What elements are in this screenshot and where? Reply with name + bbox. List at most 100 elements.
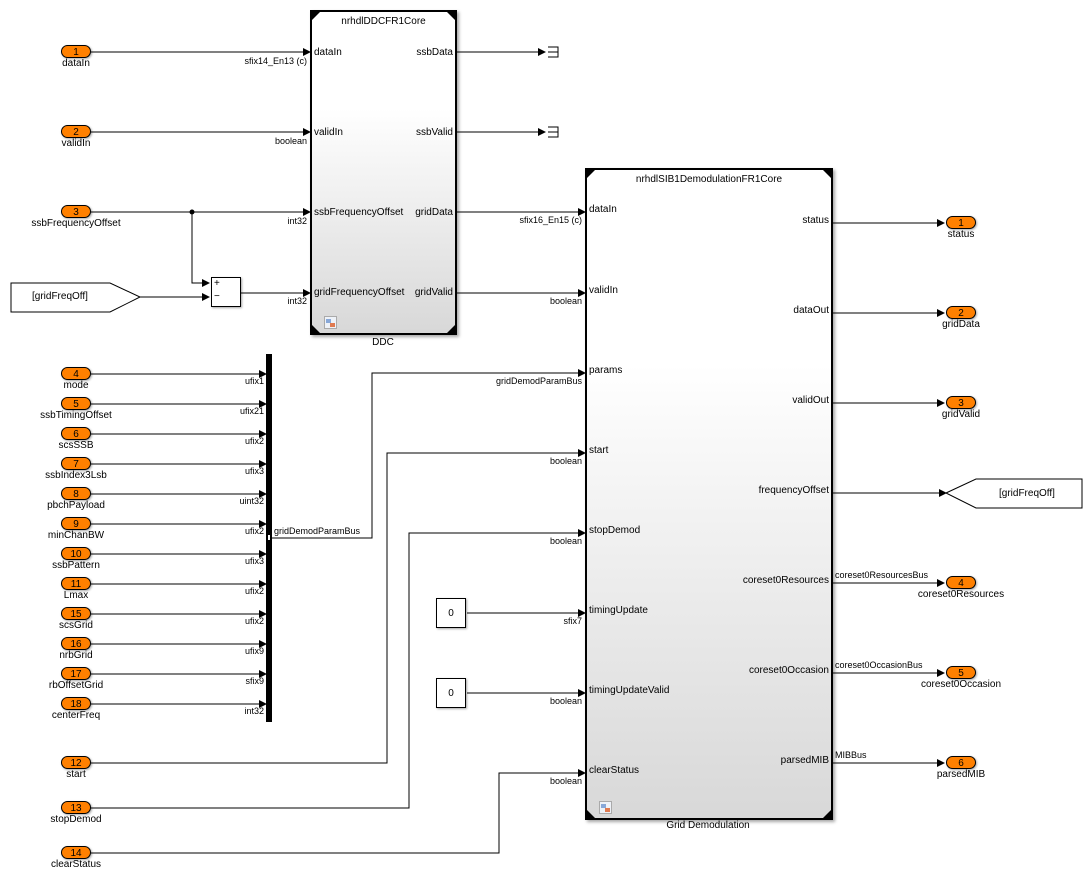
constant-block-timingUpdate[interactable]: 0 [436, 598, 466, 628]
ddc-out-gridData: gridData [415, 207, 453, 218]
inport-pbchPayload[interactable]: 8 [61, 487, 91, 500]
constant-block-timingUpdateValid[interactable]: 0 [436, 678, 466, 708]
inport-ssbIndex3Lsb[interactable]: 7 [61, 457, 91, 470]
inport-label: stopDemod [50, 814, 102, 825]
ddc-out-ssbData: ssbData [416, 47, 453, 58]
ddc-in-validIn: validIn [314, 127, 343, 138]
demod-in-stopDemod: stopDemod [589, 525, 641, 536]
terminator-ssbData [548, 46, 559, 58]
inport-label: start [66, 769, 86, 780]
inport-label: nrbGrid [59, 650, 93, 661]
outport-sigtype: coreset0OccasionBus [835, 660, 923, 670]
demod-input-sigtype: boolean [549, 456, 582, 466]
sigtype-ssbFreqOffset: int32 [287, 216, 307, 226]
sum-plus-sign: + [214, 278, 220, 289]
library-link-icon [324, 316, 337, 329]
bus-input-sigtype: int32 [244, 706, 264, 716]
inport-label: ssbPattern [52, 560, 100, 571]
inport-scsGrid[interactable]: 15 [61, 607, 91, 620]
inport-minChanBW[interactable]: 9 [61, 517, 91, 530]
ddc-in-ssbFrequencyOffset: ssbFrequencyOffset [314, 207, 404, 218]
inport-ssbTimingOffset[interactable]: 5 [61, 397, 91, 410]
outport-label: status [947, 229, 975, 240]
sum-block[interactable]: + − [211, 277, 241, 307]
ddc-in-dataIn: dataIn [314, 47, 342, 58]
outport-sigtype: MIBBus [835, 750, 867, 760]
inport-label: centerFreq [51, 710, 101, 721]
ddc-out-ssbValid: ssbValid [415, 127, 453, 138]
outport-gridData[interactable]: 2 [946, 306, 976, 319]
bus-input-sigtype: ufix3 [244, 556, 264, 566]
goto-block-label[interactable]: [gridFreqOff] [999, 488, 1055, 499]
demod-input-sigtype: gridDemodParamBus [495, 376, 582, 386]
bus-input-sigtype: ufix2 [244, 436, 264, 446]
inport-dataIn[interactable]: 1 [61, 45, 91, 58]
demod-out-coreset0Occasion: coreset0Occasion [748, 665, 829, 676]
terminator-ssbValid [548, 126, 559, 138]
from-block-label[interactable]: [gridFreqOff] [32, 291, 88, 302]
inport-label: rbOffsetGrid [48, 680, 104, 691]
bus-input-sigtype: uint32 [239, 496, 264, 506]
outport-label: gridData [942, 319, 980, 330]
demod-in-params: params [589, 365, 623, 376]
inport-nrbGrid[interactable]: 16 [61, 637, 91, 650]
outport-coreset0Resources[interactable]: 4 [946, 576, 976, 589]
outport-parsedMIB[interactable]: 6 [946, 756, 976, 769]
demod-in-timingUpdateValid: timingUpdateValid [589, 685, 670, 696]
wire-clearStatus [91, 769, 586, 854]
inport-ssbPattern[interactable]: 10 [61, 547, 91, 560]
bus-input-sigtype: ufix9 [244, 646, 264, 656]
inport-stopDemod[interactable]: 13 [61, 801, 91, 814]
demod-input-sigtype: boolean [549, 536, 582, 546]
outport-coreset0Occasion[interactable]: 5 [946, 666, 976, 679]
bus-input-sigtype: ufix1 [244, 376, 264, 386]
demod-in-start: start [589, 445, 609, 456]
demod-out-coreset0Resources: coreset0Resources [742, 575, 829, 586]
demod-input-sigtype: sfix7 [563, 616, 582, 626]
inport-start[interactable]: 12 [61, 756, 91, 769]
inport-label: ssbFrequencyOffset [31, 218, 121, 229]
inport-centerFreq[interactable]: 18 [61, 697, 91, 710]
demod-out-parsedMIB: parsedMIB [780, 755, 829, 766]
demod-block-name[interactable]: Grid Demodulation [666, 820, 750, 831]
inport-scsSSB[interactable]: 6 [61, 427, 91, 440]
bus-input-sigtype: sfix9 [245, 676, 264, 686]
demod-in-dataIn: dataIn [589, 204, 617, 215]
bus-input-sigtype: ufix2 [244, 616, 264, 626]
outport-status[interactable]: 1 [946, 216, 976, 229]
inport-label: scsGrid [59, 620, 93, 631]
demod-out-dataOut: dataOut [793, 305, 829, 316]
from-block-shape [10, 282, 142, 313]
outport-label: parsedMIB [936, 769, 986, 780]
ddc-block[interactable]: nrhdlDDCFR1Core dataIn validIn ssbFreque… [310, 10, 457, 335]
library-link-icon [599, 801, 612, 814]
ddc-block-title: nrhdlDDCFR1Core [341, 16, 426, 27]
inport-mode[interactable]: 4 [61, 367, 91, 380]
inport-label: Lmax [63, 590, 89, 601]
demod-out-status: status [802, 215, 829, 226]
outport-gridValid[interactable]: 3 [946, 396, 976, 409]
demod-in-timingUpdate: timingUpdate [589, 605, 648, 616]
inport-label: minChanBW [47, 530, 105, 541]
inport-clearStatus[interactable]: 14 [61, 846, 91, 859]
inport-label: ssbTimingOffset [40, 410, 112, 421]
inport-validIn[interactable]: 2 [61, 125, 91, 138]
inport-ssbFrequencyOffset[interactable]: 3 [61, 205, 91, 218]
inport-label: clearStatus [50, 859, 102, 870]
inport-label: scsSSB [58, 440, 94, 451]
inport-label: mode [63, 380, 89, 391]
inport-Lmax[interactable]: 11 [61, 577, 91, 590]
wire-start [91, 449, 586, 764]
ddc-block-name[interactable]: DDC [372, 337, 394, 348]
outport-label: coreset0Resources [917, 589, 1005, 600]
inport-label: pbchPayload [47, 500, 105, 511]
bus-input-sigtype: ufix2 [244, 526, 264, 536]
bus-output-label: gridDemodParamBus [274, 526, 361, 536]
inport-rbOffsetGrid[interactable]: 17 [61, 667, 91, 680]
bus-input-sigtype: ufix3 [244, 466, 264, 476]
sigtype-gridFreqOffset: int32 [287, 296, 307, 306]
sigtype-dataIn: sfix14_En13 (c) [244, 56, 307, 66]
wire-params [272, 369, 586, 539]
